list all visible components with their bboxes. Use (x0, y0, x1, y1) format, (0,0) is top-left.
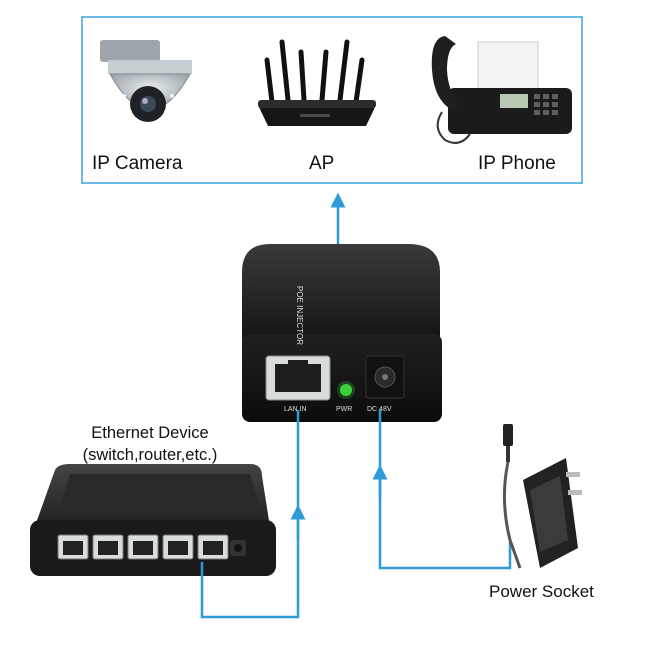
ethernet-device-label: Ethernet Device (switch,router,etc.) (83, 422, 218, 466)
power-adapter-icon (502, 424, 582, 569)
lan-in-label: LAN IN (284, 406, 307, 413)
devices-frame (81, 16, 583, 184)
dc-label: DC 48V (367, 406, 392, 413)
dc-link-line (378, 410, 512, 570)
ip-camera-label: IP Camera (92, 153, 183, 174)
ethernet-switch (30, 464, 276, 576)
ethernet-device-subtitle: (switch,router,etc.) (82, 446, 218, 464)
ip-camera-icon (100, 40, 192, 122)
poe-injector (242, 244, 442, 422)
power-socket-label: Power Socket (489, 582, 594, 601)
router-icon (258, 39, 376, 126)
ethernet-device-title: Ethernet Device (91, 424, 209, 442)
ap-label: AP (309, 153, 335, 174)
injector-name-label: POE INJECTOR (295, 286, 304, 345)
ip-phone-label: IP Phone (478, 153, 556, 174)
power-led (340, 384, 352, 396)
ip-phone-icon (431, 36, 572, 144)
pwr-label: PWR (336, 406, 353, 413)
